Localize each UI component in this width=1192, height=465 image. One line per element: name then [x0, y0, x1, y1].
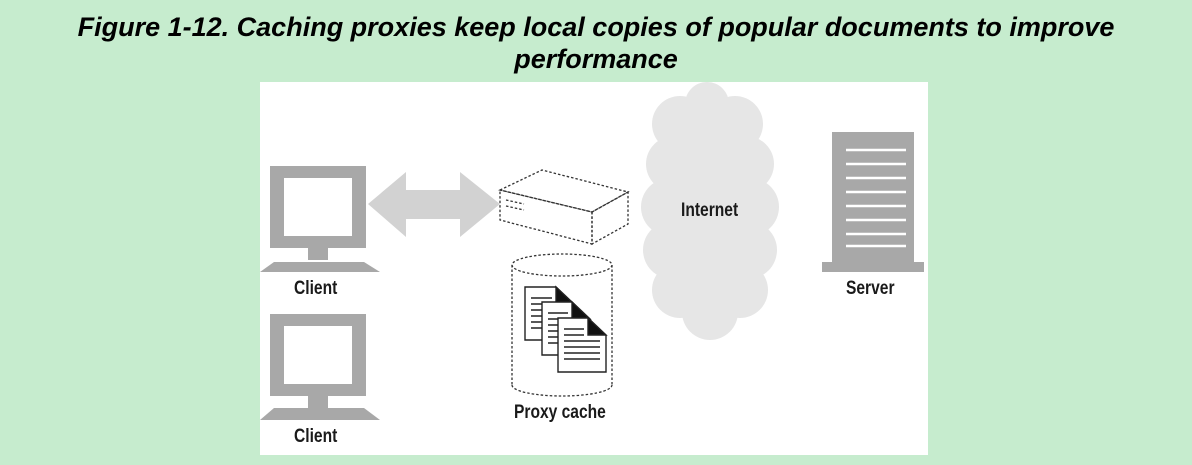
client-label: Client: [294, 278, 338, 299]
figure-caption-line-2: performance: [514, 44, 678, 74]
cached-documents-icon: [524, 285, 608, 373]
internet-cloud-icon: [641, 82, 779, 340]
figure-caption-line-1: Figure 1-12. Caching proxies keep local …: [77, 12, 1115, 42]
double-arrow-icon: [368, 172, 500, 237]
internet-label: Internet: [681, 200, 739, 221]
proxy-cache-label: Proxy cache: [514, 402, 606, 423]
figure-caption: Figure 1-12. Caching proxies keep local …: [0, 11, 1192, 75]
client-computer-icon-2: [260, 314, 380, 420]
diagram-panel: Client Client Proxy cache Internet Serve…: [260, 82, 928, 455]
cache-cylinder-icon: [511, 253, 613, 397]
client-label-2: Client: [294, 426, 338, 447]
proxy-device-icon: [498, 169, 630, 246]
diagram-canvas: [260, 82, 924, 420]
server-icon: [822, 132, 924, 272]
client-computer-icon: [260, 166, 380, 272]
server-label: Server: [846, 278, 895, 299]
